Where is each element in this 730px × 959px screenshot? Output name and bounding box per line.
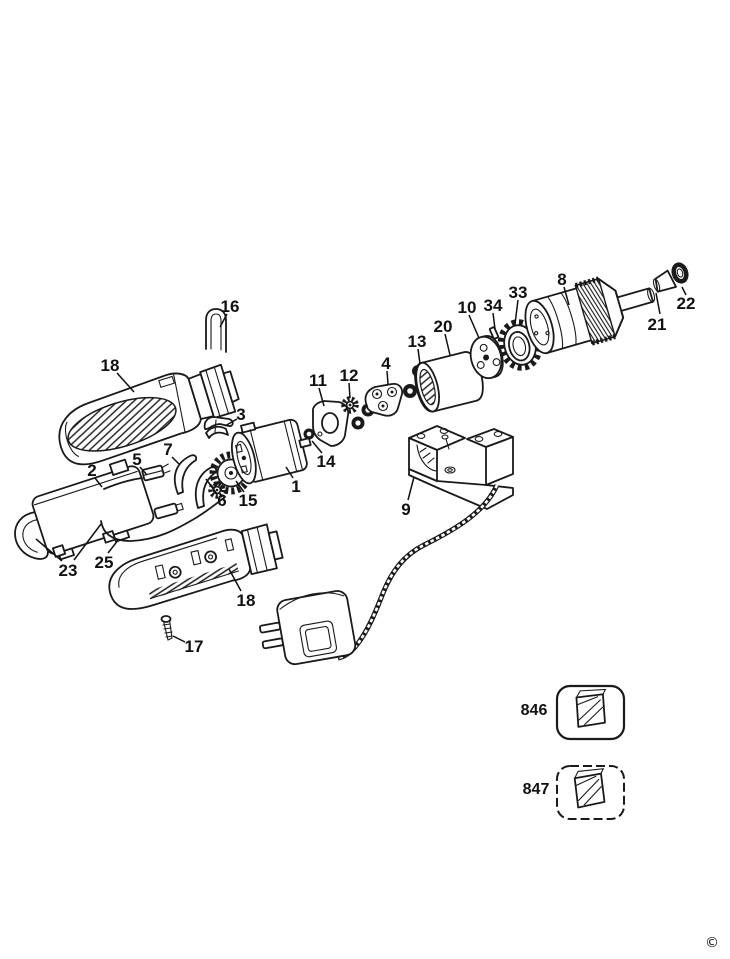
part-label-2: 2 [87, 461, 96, 480]
part-label-21: 21 [648, 315, 667, 334]
part-label-5: 5 [132, 450, 141, 469]
part-14-nut-drawing [303, 428, 315, 440]
part-label-18-upper: 18 [101, 356, 120, 375]
grip-serration [148, 563, 239, 600]
part-label-22: 22 [677, 294, 696, 313]
part-9-stand-drawing [408, 425, 514, 510]
part-label-33: 33 [509, 283, 528, 302]
part-label-11: 11 [309, 371, 327, 390]
parts-bag-icon [573, 768, 606, 809]
part-25-wire-drawing [100, 496, 226, 542]
part-label-3: 3 [236, 405, 245, 424]
part-18-upper-housing-drawing [58, 363, 240, 466]
part-17-screw-drawing [160, 615, 173, 641]
part-label-4: 4 [381, 354, 391, 373]
part-labels: 16 18 3 11 12 4 13 20 10 34 33 8 21 22 9… [59, 270, 719, 951]
charger-cord-drawing [337, 483, 500, 661]
copyright-symbol: © [705, 935, 719, 951]
part-label-23: 23 [59, 561, 78, 580]
grip-hatch [67, 396, 177, 452]
part-label-16: 16 [221, 297, 240, 316]
part-label-15: 15 [239, 491, 258, 510]
kit-item-846-box [555, 684, 626, 741]
part-6-bracket-drawing [194, 466, 218, 509]
part-label-1: 1 [291, 477, 300, 496]
parts-bag-icon [575, 688, 607, 728]
part-label-13: 13 [408, 332, 427, 351]
part-3-clip-drawing [203, 416, 234, 439]
kit-item-847-box [556, 765, 625, 820]
kit-label-846: 846 [521, 702, 548, 719]
plug-prong [261, 637, 284, 650]
part-10-carrier-drawing [469, 335, 504, 380]
kit-label-847: 847 [523, 781, 550, 798]
part-12-gear-drawing [341, 396, 359, 414]
part-20-ring-gear-drawing [414, 351, 484, 413]
part-label-12: 12 [340, 366, 359, 385]
part-label-18-lower: 18 [237, 591, 256, 610]
part-label-9: 9 [401, 500, 410, 519]
part-7-bracket-drawing [173, 454, 198, 495]
part-label-34: 34 [484, 296, 503, 315]
plug-prong [259, 621, 282, 634]
part-34-pin-drawing [488, 326, 500, 340]
part-22-bit-drawing [671, 262, 689, 284]
part-label-6: 6 [217, 491, 226, 510]
charger-transformer-drawing [259, 590, 357, 666]
part-label-8: 8 [557, 270, 566, 289]
part-5-wire-drawing [103, 463, 171, 490]
part-11-plate-drawing [312, 400, 350, 447]
part-label-7: 7 [163, 440, 172, 459]
part-21-bit-holder-drawing [652, 269, 677, 293]
part-8-chuck-drawing [524, 276, 656, 355]
leader-lines [35, 286, 687, 643]
part-label-25: 25 [95, 553, 114, 572]
part-label-17: 17 [185, 637, 204, 656]
part-label-20: 20 [434, 317, 453, 336]
part-label-10: 10 [458, 298, 477, 317]
part-label-14: 14 [317, 452, 336, 471]
part-1-motor-drawing [230, 418, 312, 485]
part-2-battery-drawing [14, 458, 155, 561]
part-18-lower-housing-drawing [108, 523, 284, 610]
part-4-carrier-plate-drawing [364, 382, 404, 417]
